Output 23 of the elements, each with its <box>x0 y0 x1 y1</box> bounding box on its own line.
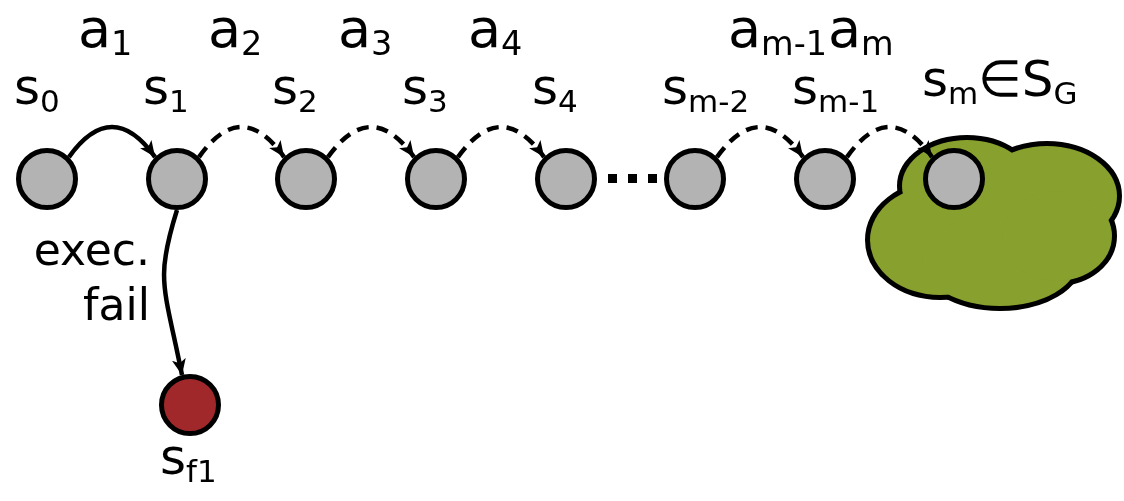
arrow <box>326 124 416 159</box>
state-label: s$_{f1}$ <box>160 432 217 482</box>
action-label: a$_{m-1}$ <box>728 2 828 56</box>
state-label: s$_{m-2}$ <box>662 62 750 112</box>
state-label: s$_{m-1}$ <box>792 62 880 112</box>
action-label: a$_{2}$ <box>208 2 263 56</box>
edge-label: exec. fail <box>32 223 150 332</box>
arrow <box>456 124 546 159</box>
arrow <box>715 124 805 159</box>
action-label: a$_{1}$ <box>78 2 133 56</box>
state-label: s$_{m}$∈S$_{G}$ <box>922 54 1078 104</box>
arrow <box>161 209 186 376</box>
arrow <box>845 124 934 159</box>
state-label: s$_{0}$ <box>14 62 60 112</box>
state-label: s$_{3}$ <box>402 62 448 112</box>
state-label: s$_{4}$ <box>532 62 578 112</box>
action-label: a$_{3}$ <box>338 2 393 56</box>
state-label: s$_{1}$ <box>143 62 189 112</box>
arrow <box>197 124 286 159</box>
arrow <box>67 124 157 159</box>
state-label: s$_{2}$ <box>272 62 318 112</box>
action-label: a$_{4}$ <box>468 2 523 56</box>
action-label: a$_{m}$ <box>828 2 894 56</box>
